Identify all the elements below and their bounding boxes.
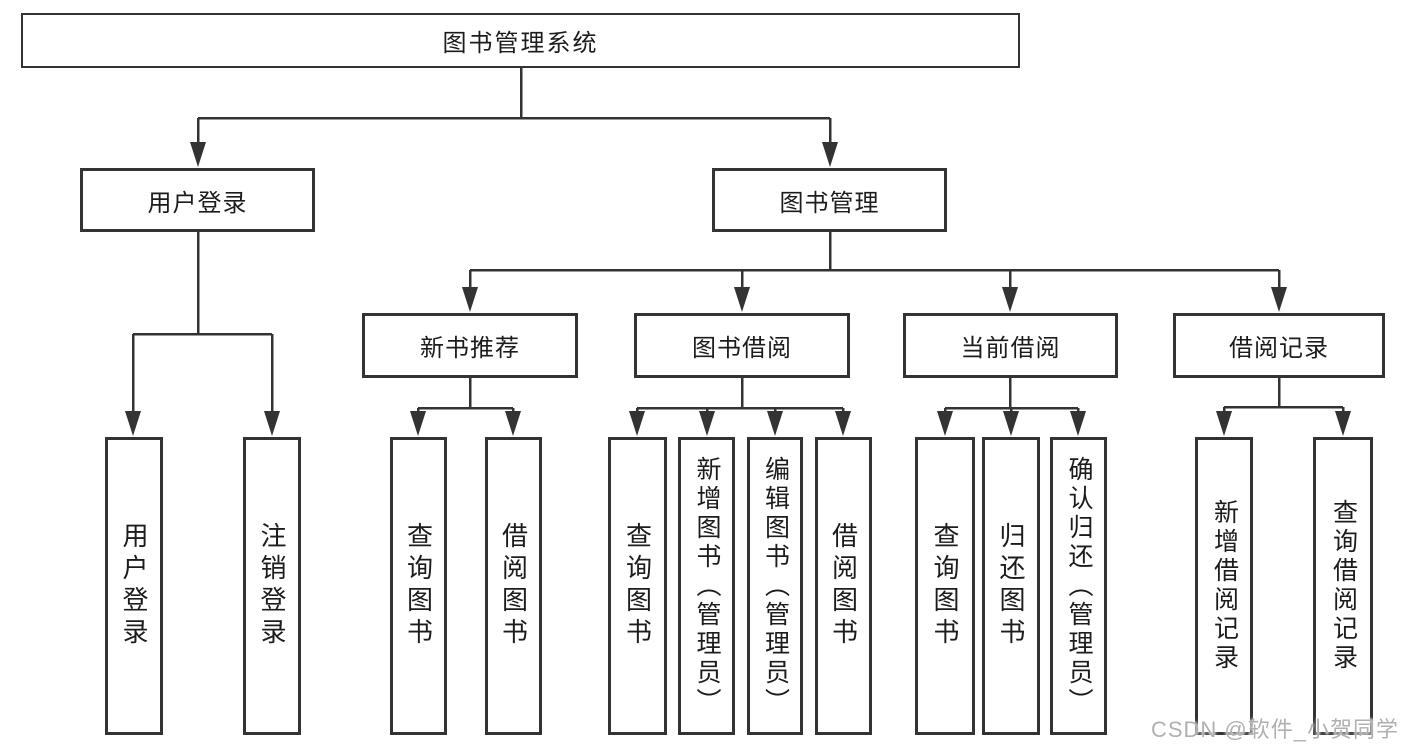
arrow-icon (767, 411, 783, 436)
node-label: 借阅图书 (498, 522, 529, 650)
connector-root-to-level1 (196, 68, 832, 144)
node-label: 用户登录 (147, 189, 248, 217)
leaf-confirm-return-admin: 确认归还（管理员） (1050, 437, 1107, 735)
node-label: 图书管理系统 (442, 30, 599, 57)
node-label: 借阅图书 (828, 522, 859, 650)
node-label: 归还图书 (996, 522, 1026, 650)
arrow-icon (505, 411, 521, 436)
arrow-icon (734, 287, 750, 312)
arrow-icon (629, 411, 645, 436)
arrow-icon (410, 411, 426, 436)
leaf-query-books-borrow: 查询图书 (608, 437, 667, 735)
connector-book-management-branch (468, 232, 1281, 289)
node-new-book-recommend: 新书推荐 (362, 313, 578, 378)
arrow-icon (462, 287, 478, 312)
arrow-icon (264, 411, 280, 436)
node-label: 用户登录 (119, 522, 149, 650)
node-label: 图书管理 (779, 189, 880, 217)
leaf-borrow-books: 借阅图书 (815, 437, 872, 735)
arrowheads (125, 142, 1351, 436)
leaf-user-login: 用户登录 (105, 437, 163, 735)
node-library-management-system: 图书管理系统 (21, 13, 1020, 68)
arrow-icon (125, 411, 141, 436)
leaf-borrow-books-recommend: 借阅图书 (485, 437, 542, 735)
leaf-add-borrow-record: 新增借阅记录 (1195, 437, 1253, 735)
arrow-icon (937, 411, 953, 436)
node-label: 查询借阅记录 (1329, 499, 1358, 673)
node-label: 新书推荐 (420, 335, 520, 362)
node-label: 当前借阅 (960, 335, 1061, 362)
node-label: 新增图书（管理员） (693, 455, 721, 717)
node-label: 注销登录 (257, 522, 287, 650)
arrow-icon (699, 411, 715, 436)
connector-borrow-record-branch (1222, 378, 1345, 413)
node-label: 查询图书 (403, 522, 434, 650)
leaf-logout: 注销登录 (243, 437, 301, 735)
leaf-edit-book-admin: 编辑图书（管理员） (747, 437, 803, 735)
node-label: 借阅记录 (1229, 335, 1329, 362)
node-label: 查询图书 (622, 522, 653, 650)
node-label: 编辑图书（管理员） (761, 455, 790, 717)
node-current-borrow: 当前借阅 (903, 313, 1118, 378)
arrow-icon (1003, 411, 1019, 436)
connector-user-login-branch (131, 232, 274, 413)
leaf-query-books-current: 查询图书 (915, 437, 975, 735)
node-user-login: 用户登录 (80, 168, 315, 232)
arrow-icon (190, 142, 206, 167)
connector-current-borrow-branch (943, 378, 1080, 413)
arrow-icon (822, 142, 838, 167)
node-label: 图书借阅 (692, 335, 792, 362)
arrow-icon (1216, 411, 1232, 436)
arrow-icon (1070, 411, 1086, 436)
arrow-icon (835, 411, 851, 436)
node-label: 新增借阅记录 (1210, 499, 1239, 673)
connector-new-book-branch (416, 378, 515, 413)
leaf-query-books-recommend: 查询图书 (390, 437, 447, 735)
arrow-icon (1002, 287, 1018, 312)
arrow-icon (1335, 411, 1351, 436)
leaf-add-book-admin: 新增图书（管理员） (678, 437, 735, 735)
connector-book-borrow-branch (635, 378, 845, 413)
node-borrow-records: 借阅记录 (1173, 313, 1385, 378)
node-book-management: 图书管理 (712, 168, 947, 232)
node-label: 查询图书 (930, 522, 960, 650)
node-label: 确认归还（管理员） (1065, 455, 1093, 717)
node-book-borrow: 图书借阅 (634, 313, 850, 378)
csdn-watermark: CSDN @软件_小贺同学 (1150, 717, 1399, 742)
leaf-return-book: 归还图书 (982, 437, 1040, 735)
leaf-query-borrow-record: 查询借阅记录 (1313, 437, 1373, 735)
arrow-icon (1271, 287, 1287, 312)
